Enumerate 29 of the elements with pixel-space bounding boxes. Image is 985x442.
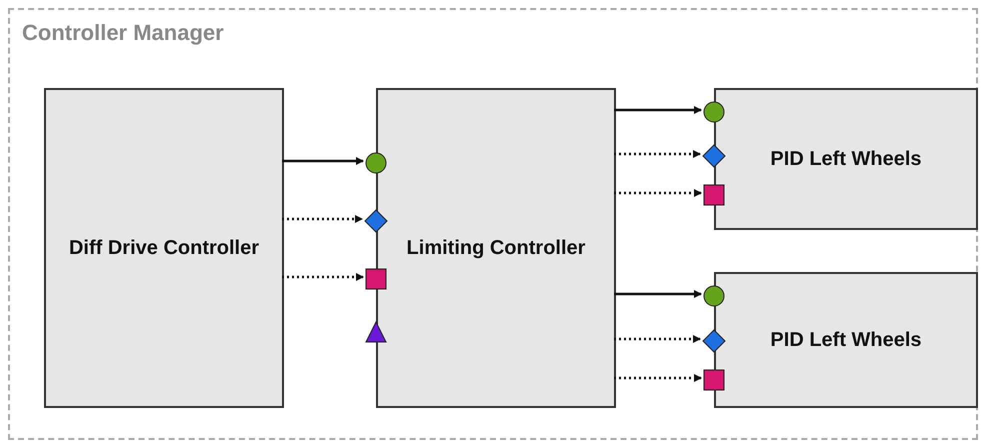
arrow	[282, 157, 364, 165]
arrow	[282, 215, 363, 223]
port-circle	[703, 101, 725, 123]
port-diamond	[364, 209, 388, 233]
group-frame	[8, 8, 978, 440]
box-label: Limiting Controller	[406, 236, 586, 260]
arrow	[614, 290, 702, 298]
controller-box	[714, 88, 978, 230]
port-triangle	[365, 321, 387, 343]
group-title: Controller Manager	[22, 19, 224, 47]
arrow	[614, 150, 701, 158]
controller-box	[44, 88, 284, 408]
port-square	[703, 184, 725, 206]
port-diamond	[702, 329, 726, 353]
arrow	[614, 374, 702, 382]
arrow	[282, 273, 364, 281]
arrow	[614, 189, 702, 197]
port-square	[703, 369, 725, 391]
controller-box	[714, 272, 978, 408]
port-diamond	[702, 144, 726, 168]
controller-box	[376, 88, 616, 408]
box-label: PID Left Wheels	[770, 328, 922, 352]
arrow	[614, 335, 701, 343]
port-circle	[703, 285, 725, 307]
box-label: Diff Drive Controller	[68, 236, 260, 260]
port-square	[365, 268, 387, 290]
arrow	[614, 106, 702, 114]
port-circle	[365, 152, 387, 174]
box-label: PID Left Wheels	[770, 146, 922, 172]
